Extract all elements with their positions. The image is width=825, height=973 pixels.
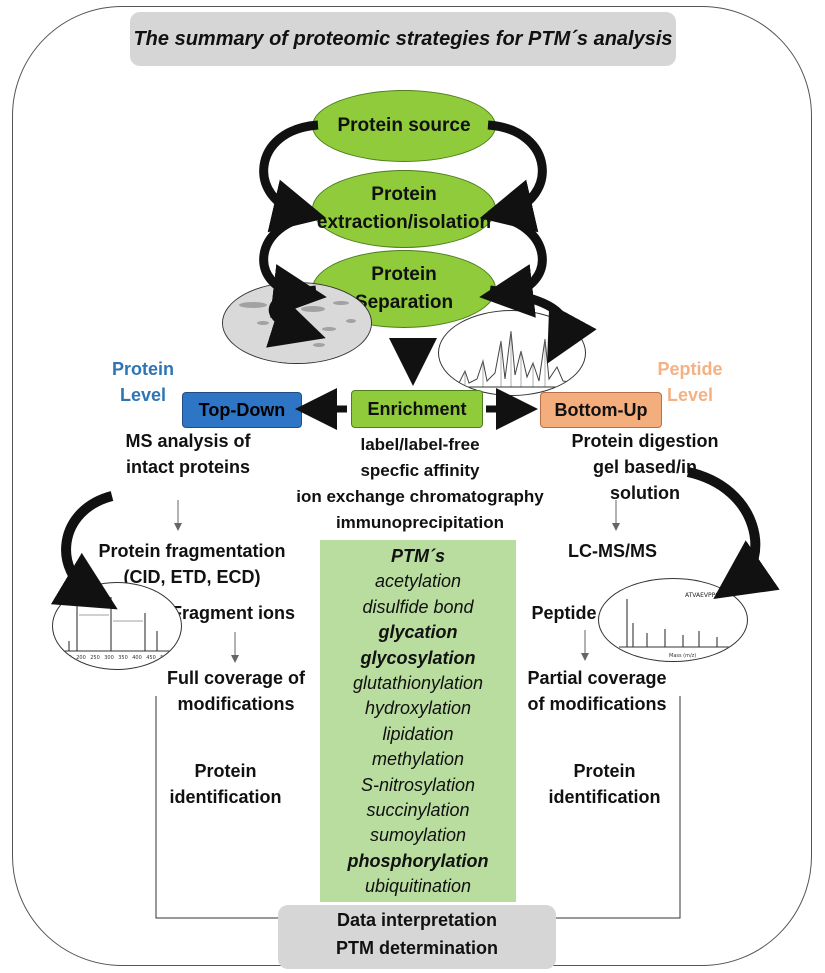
enrichment-box: Enrichment <box>351 390 483 428</box>
left-ident-line2: identification <box>169 787 282 807</box>
data-interpretation-line2: PTM determination <box>335 938 498 958</box>
extraction-label-2: extraction/isolation <box>316 212 492 233</box>
protein-level-line1: Protein <box>111 359 174 379</box>
data-interpretation-text: Data interpretation PTM determination <box>278 906 556 962</box>
protein-level-label: Protein Level <box>108 356 178 408</box>
enrichment-methods: label/label-free specfic affinity ion ex… <box>280 432 560 536</box>
enrichment-method: immunoprecipitation <box>335 513 505 532</box>
curve-arrow-icon <box>259 210 327 318</box>
peptide-spectrum-plot: ATVAEVPPGOR Mass (m/z) <box>619 592 733 659</box>
ptm-item: S-nitrosylation <box>360 774 476 795</box>
curve-arrow-icon <box>50 491 118 610</box>
peptide-level-line1: Peptide <box>657 359 723 379</box>
protein-digestion-text: Protein digestion gel based/in solution <box>560 428 730 506</box>
spectrum-axis-label: Mass (m/z) <box>669 653 696 659</box>
separation-label-1: Protein <box>371 264 437 285</box>
full-coverage-text: Full coverage of modifications <box>156 665 316 717</box>
frag-tick: 400 <box>132 655 142 661</box>
full-coverage-line2: modifications <box>177 694 295 714</box>
ptm-item: phosphorylation <box>347 850 489 871</box>
ptm-item: sumoylation <box>369 825 467 846</box>
frag-line1: Protein fragmentation <box>98 541 286 561</box>
ptm-item: methylation <box>371 749 465 770</box>
ptm-list: PTM´s acetylation disulfide bond glycati… <box>320 544 516 900</box>
protein-fragmentation-text: Protein fragmentation (CID, ETD, ECD) <box>82 538 302 590</box>
right-ident-line2: identification <box>548 787 661 807</box>
partial-coverage-line1: Partial coverage <box>527 668 667 688</box>
curve-arrow-icon <box>686 467 780 600</box>
curve-arrow-icon <box>479 210 547 318</box>
right-protein-identification-text: Protein identification <box>537 758 672 810</box>
digest-line2: gel based/in solution <box>592 457 698 503</box>
protein-extraction-node: Protein extraction/isolation <box>312 170 496 248</box>
right-ident-line1: Protein <box>573 761 636 781</box>
ms-analysis-text: MS analysis of intact proteins <box>108 428 268 480</box>
ptm-item: glutathionylation <box>352 673 484 694</box>
curve-arrow-icon <box>266 285 326 348</box>
frag-tick: 350 <box>118 655 128 661</box>
protein-source-label: Protein source <box>337 115 471 136</box>
extraction-label-1: Protein <box>371 184 437 205</box>
partial-coverage-text: Partial coverage of modifications <box>512 665 682 717</box>
frag-tick: 450 <box>146 655 156 661</box>
peptide-level-label: Peptide Level <box>650 356 730 408</box>
enrichment-method: label/label-free <box>360 435 480 454</box>
fragment-ions-text: Fragment ions <box>170 603 295 623</box>
data-interpretation-line1: Data interpretation <box>336 910 498 930</box>
ptm-item: acetylation <box>374 571 462 592</box>
left-protein-identification-text: Protein identification <box>158 758 293 810</box>
ptm-item: succinylation <box>366 800 470 821</box>
ptm-heading: PTM´s <box>391 546 445 566</box>
curve-arrow-icon <box>259 120 327 233</box>
partial-coverage-line2: of modifications <box>527 694 667 714</box>
enrichment-method: ion exchange chromatography <box>296 487 544 506</box>
ptm-item: glycosylation <box>360 647 476 668</box>
frag-tick: 200 <box>76 655 86 661</box>
separation-label-2: Separation <box>354 292 454 313</box>
left-connector-line <box>155 696 278 919</box>
lcms-text: LC-MS/MS <box>568 541 657 561</box>
frag-tick: 300 <box>104 655 114 661</box>
peptide-level-line2: Level <box>666 385 714 405</box>
page-title: The summary of proteomic strategies for … <box>130 12 676 66</box>
ms-line1: MS analysis of <box>125 431 251 451</box>
full-coverage-line1: Full coverage of <box>166 668 306 688</box>
digest-line1: Protein digestion <box>571 431 719 451</box>
ms-line2: intact proteins <box>125 457 250 477</box>
ptm-item: hydroxylation <box>364 698 472 719</box>
ptm-item: glycation <box>378 622 458 643</box>
left-ident-line1: Protein <box>194 761 257 781</box>
frag-tick: 250 <box>90 655 100 661</box>
bottom-up-box: Bottom-Up <box>540 392 662 428</box>
frag-line2: (CID, ETD, ECD) <box>123 567 261 587</box>
curve-arrow-icon <box>479 120 547 233</box>
right-connector-line <box>556 696 681 919</box>
enrichment-method: specfic affinity <box>360 461 480 480</box>
data-interpretation-box <box>278 905 556 969</box>
ptm-list-box: PTM´s acetylation disulfide bond glycati… <box>320 540 516 902</box>
top-down-box: Top-Down <box>182 392 302 428</box>
ptm-item: lipidation <box>382 723 454 744</box>
spectrum-sequence-label: ATVAEVPPGOR <box>685 592 729 599</box>
ptm-item: ubiquitination <box>364 876 472 897</box>
protein-level-line2: Level <box>119 385 167 405</box>
ptm-item: disulfide bond <box>362 596 474 617</box>
curve-arrow-icon <box>489 285 597 364</box>
